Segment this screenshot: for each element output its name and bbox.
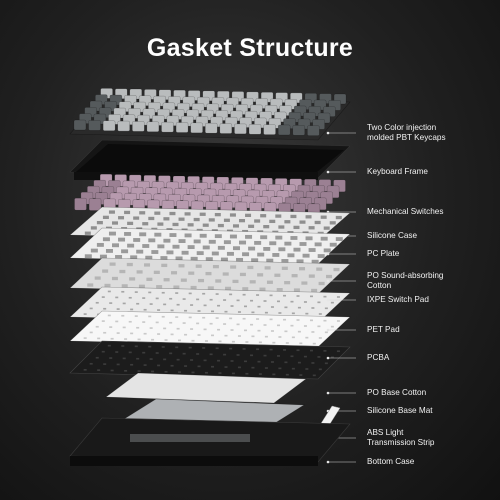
label-silicone-case: Silicone Case — [367, 231, 418, 240]
label-frame: Keyboard Frame — [367, 167, 428, 176]
label-keycaps: Two Color injection molded PBT Keycaps — [367, 123, 446, 142]
leader-dot — [326, 391, 330, 395]
leader-dot — [326, 279, 330, 283]
layer-keycaps — [69, 88, 351, 141]
layer-base-cotton — [105, 372, 307, 404]
leader-dot — [326, 131, 330, 135]
leader-dot — [326, 170, 330, 174]
label-base-mat: Silicone Base Mat — [367, 406, 433, 415]
layer-pcba — [69, 340, 351, 380]
layer-switches — [74, 173, 346, 217]
diagram-title: Gasket Structure — [146, 34, 354, 62]
layer-frame — [69, 139, 351, 180]
label-pc-plate: PC Plate — [367, 249, 400, 258]
leader-dot — [326, 298, 330, 302]
leader-dot — [326, 328, 330, 332]
leader-dot — [326, 356, 330, 360]
label-bottom-case: Bottom Case — [367, 457, 415, 466]
label-base-cotton: PO Base Cotton — [367, 388, 427, 397]
layer-pc-plate — [69, 227, 351, 265]
label-light-strip: ABS Light Transmission Strip — [367, 428, 435, 447]
layer-bottom-case — [69, 417, 351, 466]
label-pet-pad: PET Pad — [367, 325, 400, 334]
label-ixpe-pad: IXPE Switch Pad — [367, 295, 429, 304]
leader-dot — [326, 460, 330, 464]
label-po-cotton: PO Sound-absorbing Cotton — [367, 271, 444, 290]
leader-dot — [326, 252, 330, 256]
label-switches: Mechanical Switches — [367, 207, 444, 216]
label-pcba: PCBA — [367, 353, 390, 362]
layer-pet-pad — [69, 310, 351, 348]
